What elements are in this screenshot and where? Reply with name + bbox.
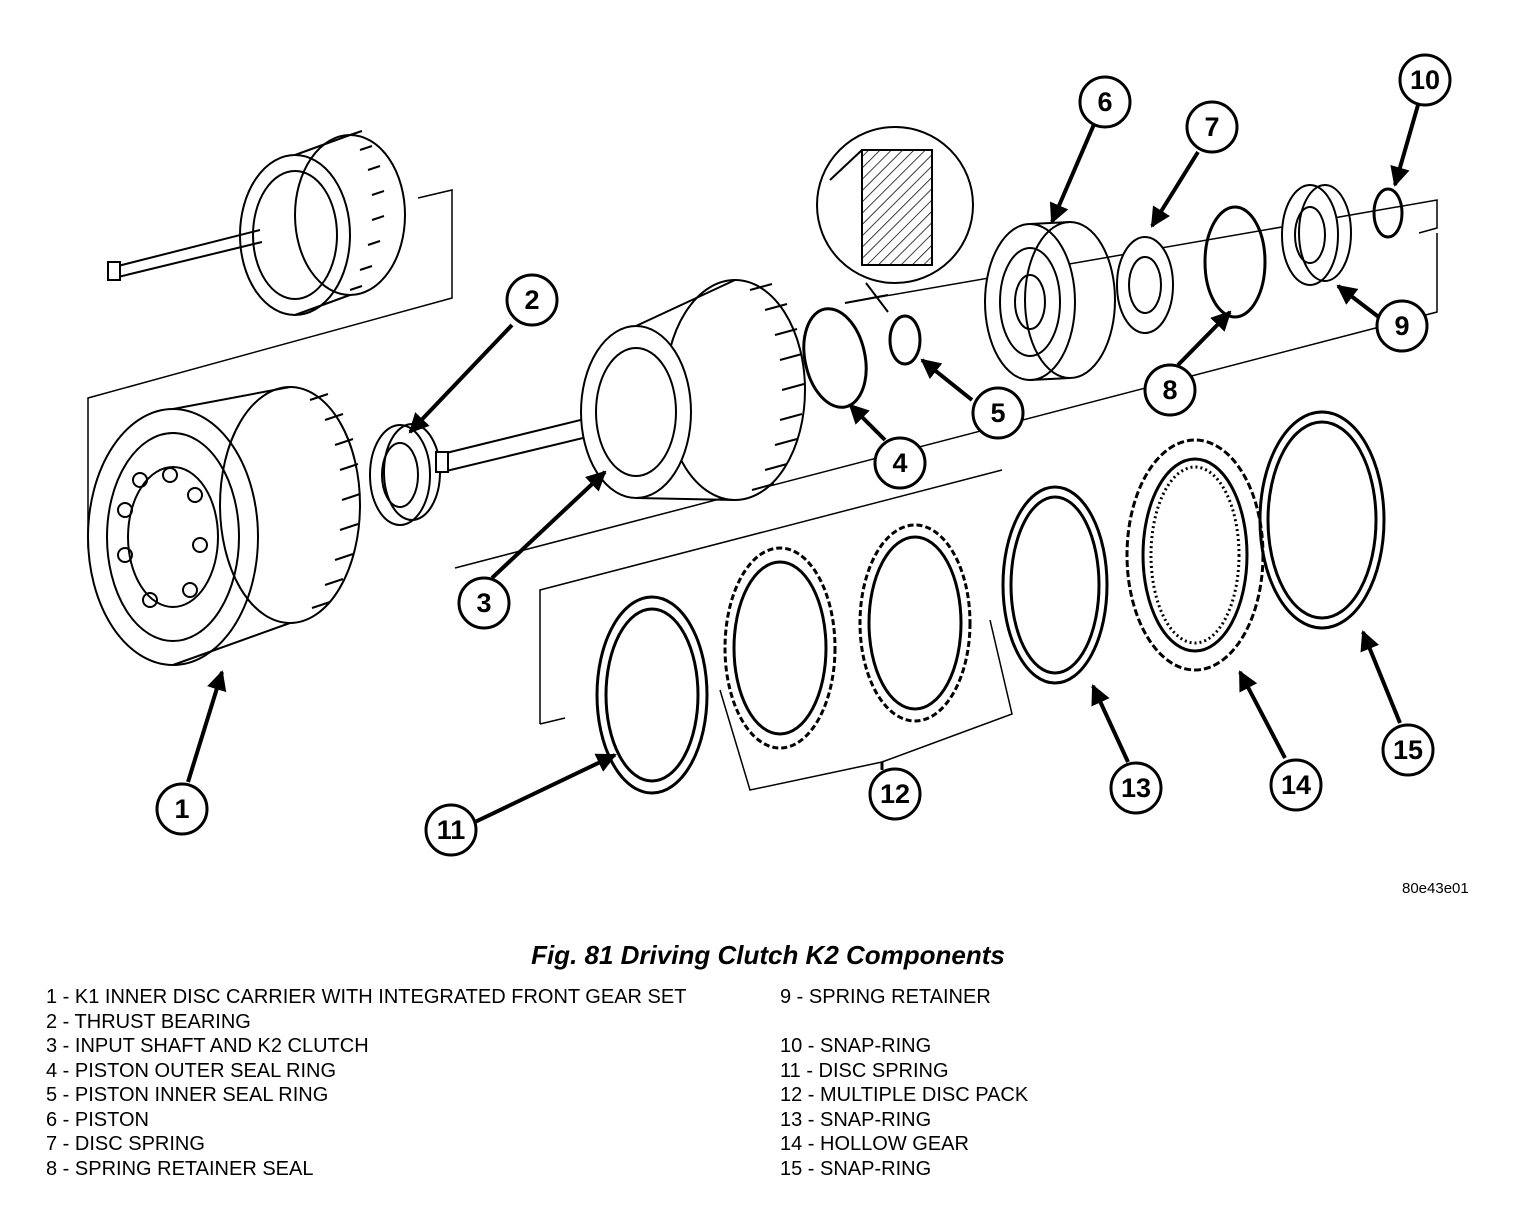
assembled-carrier-top	[107, 130, 406, 316]
svg-text:12: 12	[880, 779, 910, 809]
legend-item: 3 - INPUT SHAFT AND K2 CLUTCH	[46, 1035, 369, 1057]
figure-title: Fig. 81 Driving Clutch K2 Components	[531, 940, 1005, 970]
svg-text:6: 6	[1097, 87, 1112, 117]
part-6-piston	[984, 221, 1116, 381]
legend-item: 2 - THRUST BEARING	[46, 1010, 251, 1033]
svg-text:11: 11	[437, 815, 466, 845]
callout-7: 7	[1185, 100, 1239, 154]
svg-text:13: 13	[1121, 773, 1151, 803]
svg-text:5: 5	[990, 398, 1005, 428]
part-7-disc-spring	[1116, 236, 1174, 334]
part-5-piston-inner-seal-ring	[888, 314, 922, 366]
legend-item: 12 - MULTIPLE DISC PACK	[780, 1084, 1029, 1106]
legend-item: 9 - SPRING RETAINER	[780, 986, 991, 1008]
svg-text:7: 7	[1204, 112, 1219, 142]
callout-2: 2	[505, 273, 559, 327]
callout-14: 14	[1269, 758, 1323, 812]
svg-text:9: 9	[1394, 311, 1409, 341]
leader-arrows	[186, 104, 1420, 824]
part-12-multiple-disc-pack	[723, 523, 972, 750]
legend-spacer	[780, 1010, 1280, 1035]
legend-item: 10 - SNAP-RING	[780, 1035, 932, 1057]
part-9-spring-retainer	[1281, 184, 1352, 286]
svg-text:3: 3	[476, 588, 491, 618]
callout-10: 10	[1398, 53, 1452, 107]
callout-1: 1	[155, 782, 209, 836]
seal-detail-inset	[816, 126, 974, 313]
legend-item: 14 - HOLLOW GEAR	[780, 1133, 969, 1155]
callout-15: 15	[1381, 723, 1435, 777]
part-11-disc-spring	[595, 595, 709, 795]
part-15-snap-ring	[1258, 410, 1386, 630]
callout-12: 12	[868, 767, 922, 821]
legend-item: 15 - SNAP-RING	[780, 1157, 932, 1180]
callout-6: 6	[1078, 75, 1132, 129]
legend-item: 5 - PISTON INNER SEAL RING	[46, 1084, 329, 1106]
svg-text:2: 2	[524, 285, 539, 315]
legend-right-column: 9 - SPRING RETAINER 10 - SNAP-RING 11 - …	[780, 985, 1280, 1181]
svg-text:1: 1	[174, 794, 189, 824]
callout-13: 13	[1109, 761, 1163, 815]
part-14-hollow-gear	[1125, 438, 1265, 672]
legend-item: 11 - DISC SPRING	[780, 1059, 949, 1082]
callout-5: 5	[971, 386, 1025, 440]
callout-11: 11	[424, 803, 478, 857]
part-13-snap-ring	[1001, 485, 1109, 685]
part-1-k1-inner-disc-carrier	[87, 386, 361, 666]
legend-item: 1 - K1 INNER DISC CARRIER WITH INTEGRATE…	[46, 986, 687, 1008]
legend-item: 13 - SNAP-RING	[780, 1108, 932, 1131]
svg-text:14: 14	[1281, 770, 1311, 800]
svg-text:10: 10	[1410, 65, 1440, 95]
legend-item: 8 - SPRING RETAINER SEAL	[46, 1157, 314, 1180]
callout-9: 9	[1375, 299, 1429, 353]
svg-text:4: 4	[892, 448, 907, 478]
part-10-snap-ring	[1372, 187, 1404, 239]
part-2-thrust-bearing	[369, 423, 441, 526]
part-4-piston-outer-seal-ring	[802, 307, 868, 409]
callout-8: 8	[1143, 363, 1197, 417]
legend-item: 6 - PISTON	[46, 1108, 149, 1131]
part-3-input-shaft-k2-clutch	[435, 279, 806, 501]
svg-text:15: 15	[1393, 735, 1423, 765]
legend-item: 4 - PISTON OUTER SEAL RING	[46, 1059, 337, 1082]
legend-left-column: 1 - K1 INNER DISC CARRIER WITH INTEGRATE…	[46, 985, 736, 1181]
exploded-diagram: 1 2 3 4 5 6 7 8 9 10 11 12 13 14 15	[87, 53, 1452, 857]
callout-4: 4	[873, 436, 927, 490]
part-8-spring-retainer-seal	[1203, 205, 1267, 319]
callout-3: 3	[457, 576, 511, 630]
legend-item: 7 - DISC SPRING	[46, 1133, 205, 1155]
figure-code: 80e43e01	[1402, 880, 1469, 897]
svg-text:8: 8	[1162, 375, 1177, 405]
